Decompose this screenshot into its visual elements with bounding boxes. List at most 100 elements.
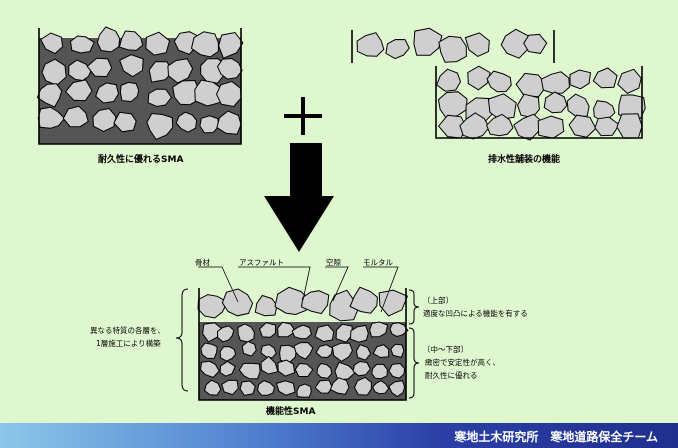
left-note-line1: 異なる特質の各層を、 bbox=[90, 326, 165, 335]
functional-top-aggregate bbox=[378, 289, 409, 317]
porous-caption: 排水性舗装の機能 bbox=[488, 155, 561, 165]
functional-bottom-aggregate bbox=[221, 379, 239, 396]
sma-aggregate bbox=[190, 31, 219, 58]
upper-desc: 適度な凹凸による機能を有する bbox=[423, 309, 528, 318]
porous-aggregate bbox=[569, 69, 592, 90]
leader-lines bbox=[198, 266, 399, 313]
down-arrow-icon bbox=[264, 143, 334, 252]
functional-bottom-aggregate bbox=[314, 324, 335, 343]
porous-aggregate bbox=[523, 33, 548, 54]
porous-aggregate bbox=[413, 27, 443, 56]
sma-aggregate bbox=[113, 111, 137, 133]
upper-title: 〔上部〕 bbox=[423, 296, 453, 305]
functional-bottom-aggregate bbox=[331, 342, 353, 363]
functional-bottom-aggregate bbox=[291, 324, 312, 340]
sma-aggregate bbox=[92, 107, 117, 132]
sma-aggregate bbox=[216, 57, 243, 80]
functional-bottom-aggregate bbox=[296, 383, 312, 398]
sma-aggregate bbox=[69, 35, 95, 54]
porous-aggregate bbox=[486, 113, 514, 137]
porous-aggregate bbox=[566, 93, 590, 117]
functional-bottom-aggregate bbox=[200, 342, 218, 359]
functional-bottom-aggregate bbox=[204, 379, 222, 396]
sma-container-outline bbox=[38, 28, 242, 145]
functional-bottom-aggregate bbox=[216, 325, 235, 343]
functional-bottom-aggregate bbox=[238, 362, 261, 380]
porous-aggregate bbox=[568, 114, 597, 138]
functional-bottom-aggregate bbox=[199, 360, 220, 379]
sma-caption: 耐久性に優れるSMA bbox=[98, 155, 184, 165]
functional-bottom-aggregate bbox=[241, 340, 257, 357]
porous-aggregate bbox=[467, 65, 491, 91]
porous-aggregate bbox=[543, 91, 568, 114]
functional-bottom-aggregate bbox=[372, 380, 390, 395]
sma-cross-section bbox=[36, 26, 244, 145]
void-leader bbox=[325, 266, 349, 302]
functional-bottom-aggregate bbox=[260, 355, 279, 375]
functional-top-aggregate bbox=[221, 288, 254, 317]
functional-bottom-aggregate bbox=[390, 343, 405, 358]
porous-aggregate bbox=[486, 70, 512, 93]
void-label: 空隙 bbox=[326, 258, 341, 267]
functional-bottom-aggregate bbox=[369, 321, 389, 338]
functional-bottom-aggregate bbox=[315, 344, 333, 359]
porous-aggregate bbox=[436, 68, 462, 92]
asphalt-label: アスファルト bbox=[239, 258, 284, 267]
porous-aggregate bbox=[594, 116, 620, 137]
functional-container-outline bbox=[198, 288, 407, 401]
functional-bottom-aggregate bbox=[237, 323, 255, 343]
functional-bottom-aggregate bbox=[257, 380, 276, 396]
porous-aggregate bbox=[592, 67, 618, 89]
functional-bottom-aggregate bbox=[388, 362, 406, 379]
functional-bottom-aggregate bbox=[293, 342, 314, 360]
sma-aggregate bbox=[167, 58, 194, 84]
functional-bottom-aggregate bbox=[355, 344, 372, 361]
sma-aggregate bbox=[194, 79, 224, 107]
functional-bottom-aggregate bbox=[335, 323, 353, 343]
sma-aggregate bbox=[175, 111, 198, 133]
sma-aggregate bbox=[62, 105, 89, 128]
functional-bottom-aggregate bbox=[239, 380, 256, 396]
sma-aggregate bbox=[64, 79, 93, 102]
aggregate-label: 骨材 bbox=[195, 258, 210, 267]
porous-aggregate bbox=[617, 68, 642, 94]
porous-aggregate bbox=[437, 91, 468, 119]
asphalt-leader bbox=[238, 266, 311, 301]
lower-right-brace bbox=[408, 327, 420, 399]
porous-aggregate bbox=[540, 71, 571, 94]
functional-bottom-aggregate bbox=[334, 361, 357, 381]
functional-top-aggregate bbox=[349, 286, 378, 314]
functional-top-aggregate bbox=[254, 294, 278, 317]
left-brace bbox=[175, 288, 189, 392]
lower-desc2: 耐久性に優れる bbox=[425, 371, 478, 380]
plus-icon bbox=[284, 97, 322, 135]
porous-aggregate bbox=[464, 32, 490, 57]
mortar-leader bbox=[363, 266, 399, 313]
porous-aggregate bbox=[616, 113, 643, 139]
functional-bottom-aggregate bbox=[279, 344, 297, 364]
functional-bottom-aggregate bbox=[219, 346, 237, 362]
functional-sma-caption: 機能性SMA bbox=[266, 407, 316, 417]
functional-bottom-aggregate bbox=[294, 362, 314, 377]
aggregate-leader bbox=[198, 266, 239, 303]
organization-name: 寒地土木研究所 寒地道路保全チーム bbox=[454, 430, 658, 444]
functional-bottom-aggregate bbox=[275, 380, 296, 396]
functional-bottom-aggregate bbox=[329, 377, 350, 395]
porous-bottom-aggregate-group bbox=[436, 65, 646, 141]
porous-bottom-container bbox=[435, 66, 643, 139]
functional-bottom-aggregate bbox=[258, 322, 276, 338]
sma-aggregate-group bbox=[36, 26, 244, 141]
sma-aggregate bbox=[95, 82, 120, 104]
left-note-line2: 1層施工により構築 bbox=[96, 339, 161, 348]
functional-sma-cross-section bbox=[197, 286, 409, 401]
porous-aggregate bbox=[516, 93, 540, 119]
porous-cross-section bbox=[351, 27, 646, 141]
mortar-label: モルタル bbox=[363, 258, 393, 267]
functional-bottom-aggregate bbox=[277, 359, 296, 377]
sma-aggregate bbox=[118, 30, 144, 51]
functional-top-aggregate bbox=[300, 290, 330, 315]
functional-bottom-aggregate bbox=[353, 376, 372, 396]
sma-aggregate bbox=[215, 80, 242, 108]
